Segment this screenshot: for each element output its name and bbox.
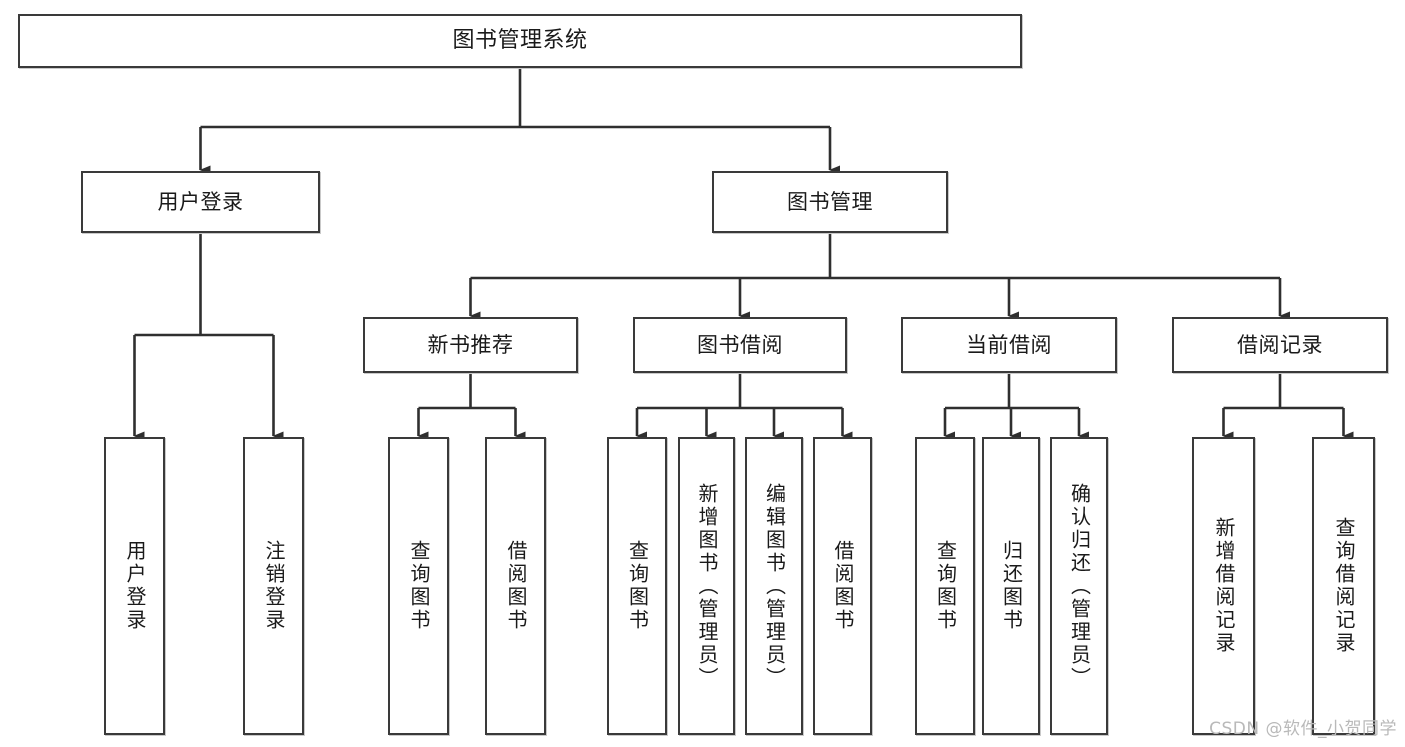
- node-new-book-rec[interactable]: 新书推荐: [363, 317, 578, 373]
- edges-group: [133, 68, 1354, 441]
- node-label-leaf-user-login: 用户登录: [123, 540, 147, 632]
- node-leaf-bb-query[interactable]: 查询图书: [607, 437, 667, 735]
- node-label-book-manage: 图书管理: [787, 189, 873, 214]
- node-book-manage[interactable]: 图书管理: [712, 171, 948, 233]
- node-label-book-borrow: 图书借阅: [697, 332, 783, 357]
- node-label-root: 图书管理系统: [452, 28, 588, 54]
- node-label-user-login: 用户登录: [157, 189, 244, 214]
- node-leaf-cb-query[interactable]: 查询图书: [915, 437, 975, 735]
- node-label-leaf-br-add: 新增借阅记录: [1212, 517, 1236, 655]
- node-current-borrow[interactable]: 当前借阅: [901, 317, 1117, 373]
- node-borrow-record[interactable]: 借阅记录: [1172, 317, 1388, 373]
- node-leaf-br-query[interactable]: 查询借阅记录: [1312, 437, 1375, 735]
- node-label-leaf-user-logout: 注销登录: [262, 540, 286, 632]
- node-leaf-cb-return[interactable]: 归还图书: [982, 437, 1040, 735]
- node-user-login[interactable]: 用户登录: [81, 171, 320, 233]
- node-label-leaf-bb-borrow: 借阅图书: [831, 540, 855, 632]
- node-label-current-borrow: 当前借阅: [966, 332, 1052, 357]
- node-label-leaf-br-query: 查询借阅记录: [1332, 517, 1356, 655]
- node-label-leaf-bb-query: 查询图书: [625, 540, 650, 632]
- node-leaf-user-logout[interactable]: 注销登录: [243, 437, 304, 735]
- node-leaf-user-login[interactable]: 用户登录: [104, 437, 165, 735]
- node-label-leaf-rec-query: 查询图书: [407, 540, 431, 632]
- node-label-leaf-bb-edit: 编辑图书（管理员）: [762, 482, 787, 690]
- node-label-leaf-cb-query: 查询图书: [933, 540, 958, 632]
- node-label-leaf-cb-confirm: 确认归还（管理员）: [1067, 482, 1092, 690]
- node-leaf-bb-add[interactable]: 新增图书（管理员）: [678, 437, 735, 735]
- watermark-label: CSDN @软件_小贺同学: [1209, 719, 1397, 739]
- node-leaf-rec-query[interactable]: 查询图书: [388, 437, 449, 735]
- node-leaf-br-add[interactable]: 新增借阅记录: [1192, 437, 1255, 735]
- node-label-new-book-rec: 新书推荐: [427, 332, 514, 357]
- node-label-leaf-cb-return: 归还图书: [999, 540, 1024, 632]
- node-leaf-cb-confirm[interactable]: 确认归还（管理员）: [1050, 437, 1108, 735]
- node-leaf-bb-edit[interactable]: 编辑图书（管理员）: [745, 437, 803, 735]
- node-leaf-bb-borrow[interactable]: 借阅图书: [813, 437, 872, 735]
- node-leaf-rec-borrow[interactable]: 借阅图书: [485, 437, 546, 735]
- node-label-borrow-record: 借阅记录: [1237, 332, 1323, 357]
- node-root[interactable]: 图书管理系统: [18, 14, 1022, 68]
- node-book-borrow[interactable]: 图书借阅: [633, 317, 847, 373]
- node-label-leaf-bb-add: 新增图书（管理员）: [695, 482, 719, 690]
- node-label-leaf-rec-borrow: 借阅图书: [504, 540, 528, 632]
